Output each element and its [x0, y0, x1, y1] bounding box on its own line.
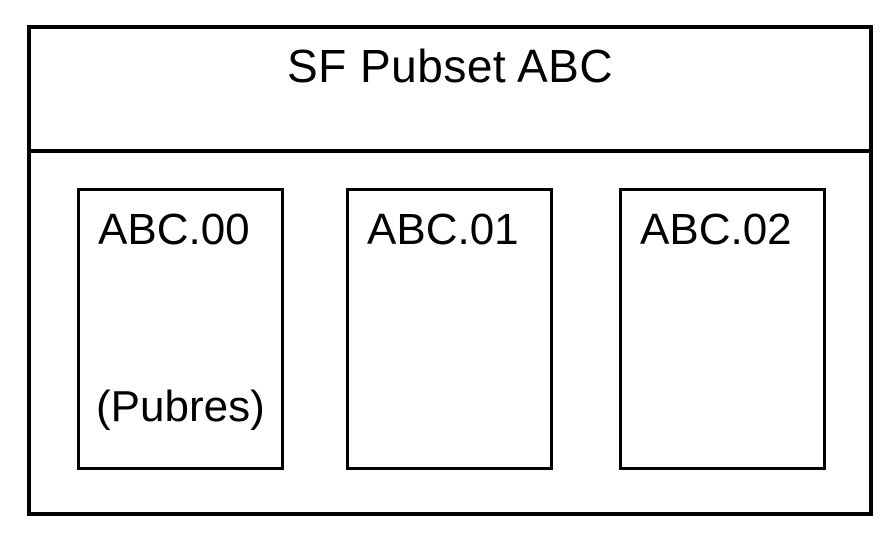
- volume-box-abc01: ABC.01: [346, 188, 553, 470]
- pubset-container-box: SF Pubset ABC ABC.00 (Pubres) ABC.01 ABC…: [27, 25, 873, 516]
- volume-label: ABC.01: [367, 205, 519, 254]
- volume-box-abc00: ABC.00 (Pubres): [77, 188, 284, 470]
- volume-label: ABC.02: [640, 205, 792, 254]
- volumes-area: ABC.00 (Pubres) ABC.01 ABC.02: [31, 153, 869, 512]
- volume-label: ABC.00: [98, 205, 250, 254]
- volume-box-abc02: ABC.02: [619, 188, 826, 470]
- pubset-title: SF Pubset ABC: [286, 40, 614, 92]
- volume-sublabel: (Pubres): [96, 381, 265, 431]
- pubset-title-band: SF Pubset ABC: [31, 29, 869, 153]
